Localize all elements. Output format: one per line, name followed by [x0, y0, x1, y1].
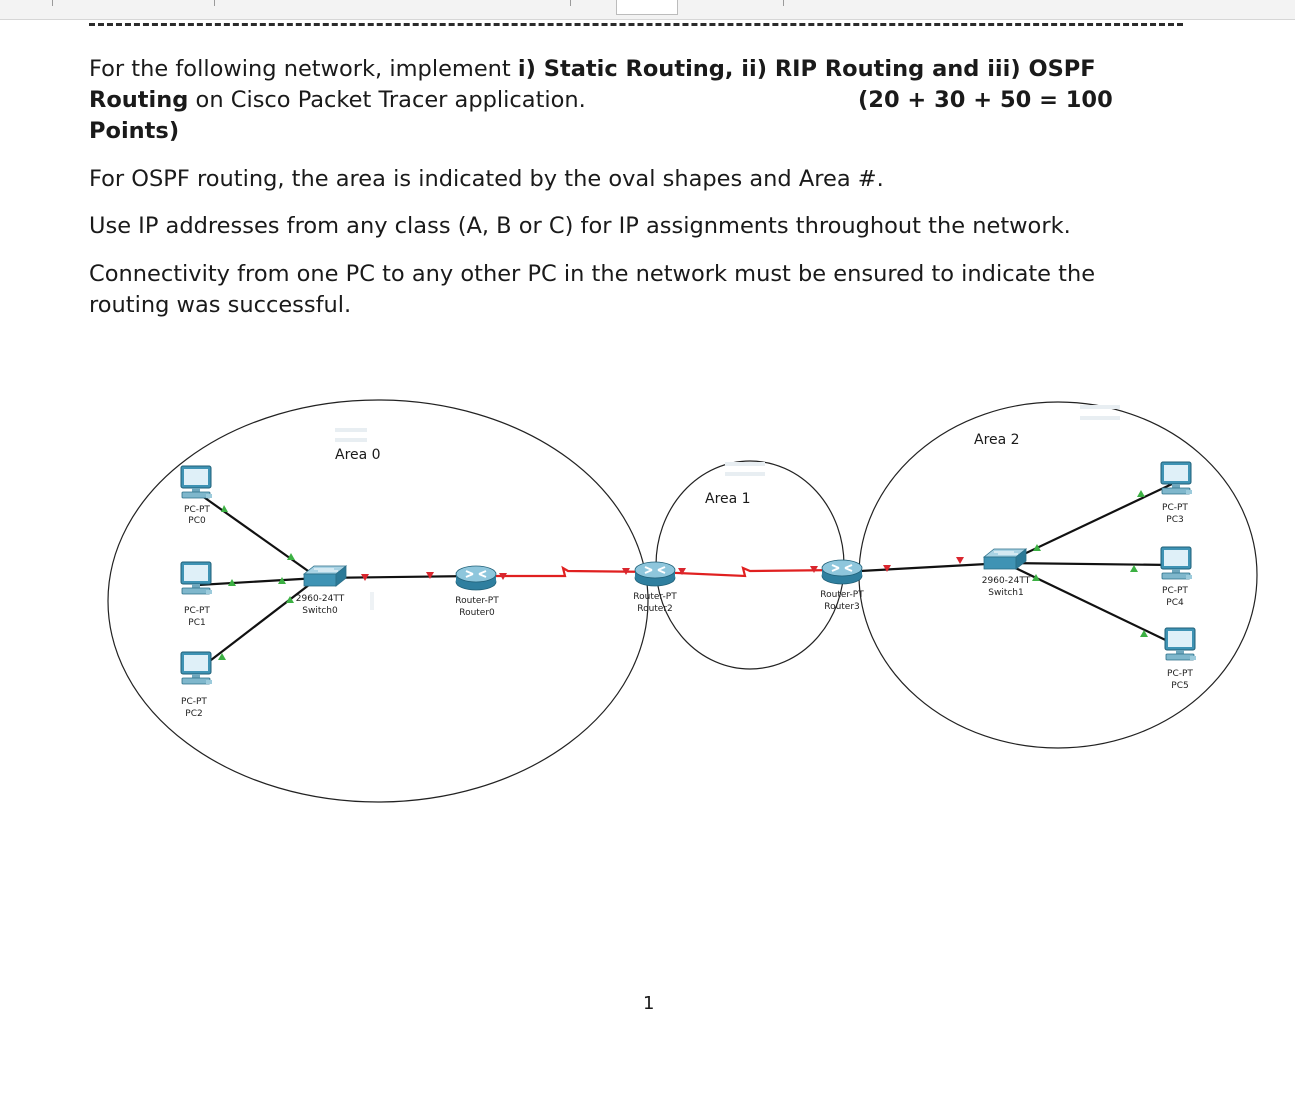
ospf-note: For OSPF routing, the area is indicated …: [89, 166, 884, 192]
serial-router0-router2: [476, 565, 656, 578]
link-switch1-pc4: [1004, 561, 1173, 567]
switch0-type-label: 2960-24TT: [296, 594, 345, 604]
placeholder-mark: [1080, 405, 1120, 409]
link-switch1-pc3: [1004, 483, 1173, 564]
router3-type-label: Router-PT: [820, 590, 864, 600]
pc5-type-label: PC-PT: [1167, 669, 1193, 679]
pc2-icon[interactable]: [180, 651, 213, 685]
link-down-markers: [361, 557, 964, 581]
instruction-text: For the following network, implement: [89, 56, 518, 82]
switch0-icon[interactable]: [303, 565, 347, 587]
viewer-toolbar: [0, 0, 1295, 20]
pc0-name-label: PC0: [188, 516, 206, 526]
placeholder-mark: [725, 472, 765, 476]
link-switch1-pc5: [1004, 562, 1179, 647]
connectivity-line-1: Connectivity from one PC to any other PC…: [89, 261, 1096, 287]
pc2-name-label: PC2: [185, 709, 202, 719]
pc4-icon[interactable]: [1160, 546, 1193, 580]
pc4-name-label: PC4: [1166, 598, 1184, 608]
pc0-type-label: PC-PT: [184, 505, 210, 515]
pc2-type-label: PC-PT: [181, 697, 207, 707]
instruction-paragraph: For the following network, implement i) …: [89, 54, 1159, 147]
area-0-label: Area 0: [335, 447, 381, 463]
serial-router2-router3: [654, 566, 843, 578]
link-router3-switch1: [841, 561, 1006, 574]
pc5-name-label: PC5: [1171, 681, 1188, 691]
page-number: 1: [643, 993, 655, 1014]
router2-name-label: Router2: [637, 604, 673, 614]
instruction-text-2: on Cisco Packet Tracer application.: [188, 87, 586, 113]
switch1-name-label: Switch1: [988, 588, 1023, 598]
pc4-type-label: PC-PT: [1162, 586, 1188, 596]
ruler-tick: [783, 0, 784, 6]
pc1-name-label: PC1: [188, 618, 205, 628]
router2-icon[interactable]: [634, 561, 676, 587]
pc3-icon[interactable]: [1160, 461, 1193, 495]
area-0-oval: [107, 399, 649, 803]
pc5-icon[interactable]: [1164, 627, 1197, 661]
router0-name-label: Router0: [459, 608, 495, 618]
link-pc1-switch0: [197, 576, 319, 587]
ruler-tick: [52, 0, 53, 6]
router0-type-label: Router-PT: [455, 596, 499, 606]
link-up-markers: [218, 490, 1148, 660]
area-2-oval: [858, 401, 1258, 749]
pc1-icon[interactable]: [180, 561, 213, 595]
ruler-tick: [214, 0, 215, 6]
placeholder-mark: [335, 438, 367, 442]
connectivity-note: Connectivity from one PC to any other PC…: [89, 259, 1159, 321]
router3-name-label: Router3: [824, 602, 860, 612]
router0-icon[interactable]: [455, 565, 497, 591]
router2-type-label: Router-PT: [633, 592, 677, 602]
switch1-icon[interactable]: [983, 548, 1027, 570]
switch0-name-label: Switch0: [302, 606, 338, 616]
switch1-type-label: 2960-24TT: [982, 576, 1031, 586]
placeholder-mark: [335, 428, 367, 432]
connectivity-line-2: routing was successful.: [89, 292, 352, 318]
router3-icon[interactable]: [821, 559, 863, 585]
dashed-separator: [89, 23, 1183, 26]
network-diagram: Area 0 Area 1 Area 2 PC-PT PC0 PC-PT PC1…: [107, 399, 1258, 803]
placeholder-mark: [370, 592, 374, 610]
points-label: (20 + 30 + 50 = 100: [858, 87, 1113, 113]
pc1-type-label: PC-PT: [184, 606, 210, 616]
ruler-tick: [570, 0, 571, 6]
routing-types-bold: i) Static Routing, ii) RIP Routing and i…: [517, 56, 1096, 82]
pc3-name-label: PC3: [1166, 515, 1183, 525]
ip-note: Use IP addresses from any class (A, B or…: [89, 213, 1071, 239]
placeholder-mark: [1080, 416, 1120, 420]
link-pc0-switch0: [197, 492, 319, 579]
area-1-label: Area 1: [705, 491, 751, 507]
page-box: [616, 0, 678, 15]
area-2-label: Area 2: [974, 432, 1020, 448]
points-label-2: Points): [89, 118, 180, 144]
routing-bold: Routing: [89, 87, 189, 113]
link-pc2-switch0: [197, 577, 319, 671]
pc0-icon[interactable]: [180, 465, 213, 499]
placeholder-mark: [725, 462, 765, 466]
pc3-type-label: PC-PT: [1162, 503, 1188, 513]
